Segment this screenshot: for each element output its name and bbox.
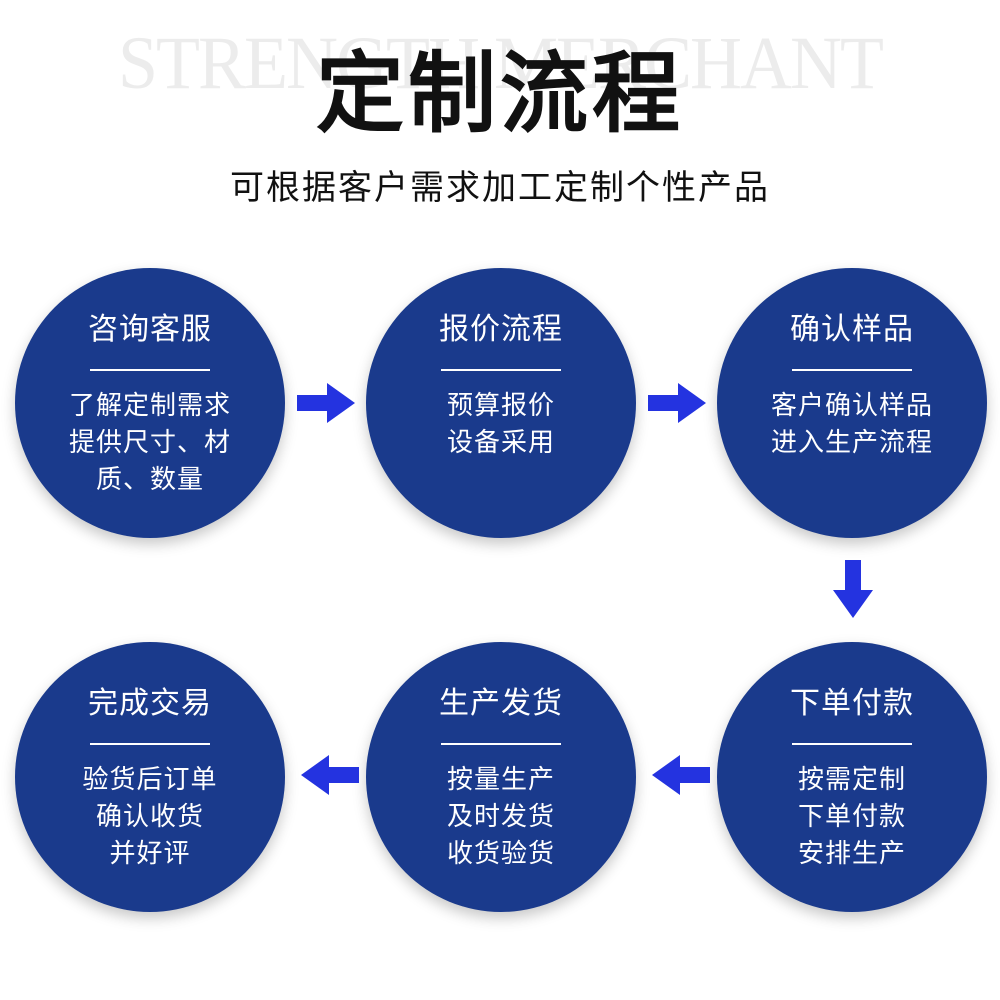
step-line: 预算报价 [446,391,555,421]
step-confirm-sample: 确认样品 客户确认样品 进入生产流程 [717,268,987,538]
step-line: 收货验货 [446,839,555,869]
step-line: 设备采用 [446,428,555,458]
step-divider [90,369,210,371]
watermark-text: STRENGTH MERCHANT [117,20,884,105]
step-line: 客户确认样品 [770,391,933,421]
step-line: 质、数量 [95,465,204,495]
step-line: 及时发货 [446,802,555,832]
step-title: 报价流程 [439,312,563,347]
step-divider [792,369,912,371]
step-title: 咨询客服 [88,312,212,347]
step-quote: 报价流程 预算报价 设备采用 [366,268,636,538]
arrow-right-icon [297,383,355,423]
step-line: 确认收货 [95,802,204,832]
page-subtitle: 可根据客户需求加工定制个性产品 [230,168,770,208]
step-order-payment: 下单付款 按需定制 下单付款 安排生产 [717,642,987,912]
step-title: 生产发货 [439,686,563,721]
arrow-down-icon [833,560,873,618]
step-line: 进入生产流程 [770,428,933,458]
step-line: 按需定制 [797,765,906,795]
step-line: 了解定制需求 [68,391,231,421]
step-line: 提供尺寸、材 [68,428,231,458]
step-line: 安排生产 [797,839,906,869]
step-line: 按量生产 [446,765,555,795]
arrow-right-icon [648,383,706,423]
step-divider [441,743,561,745]
arrow-left-icon [301,755,359,795]
step-line: 验货后订单 [82,765,218,795]
step-title: 完成交易 [88,686,212,721]
arrow-left-icon [652,755,710,795]
step-line: 并好评 [109,839,191,869]
step-consult: 咨询客服 了解定制需求 提供尺寸、材 质、数量 [15,268,285,538]
step-divider [441,369,561,371]
step-production-shipping: 生产发货 按量生产 及时发货 收货验货 [366,642,636,912]
step-divider [792,743,912,745]
step-title: 下单付款 [790,686,914,721]
step-title: 确认样品 [790,312,914,347]
page-title: 定制流程 [315,42,684,145]
step-complete-deal: 完成交易 验货后订单 确认收货 并好评 [15,642,285,912]
step-line: 下单付款 [797,802,906,832]
step-divider [90,743,210,745]
